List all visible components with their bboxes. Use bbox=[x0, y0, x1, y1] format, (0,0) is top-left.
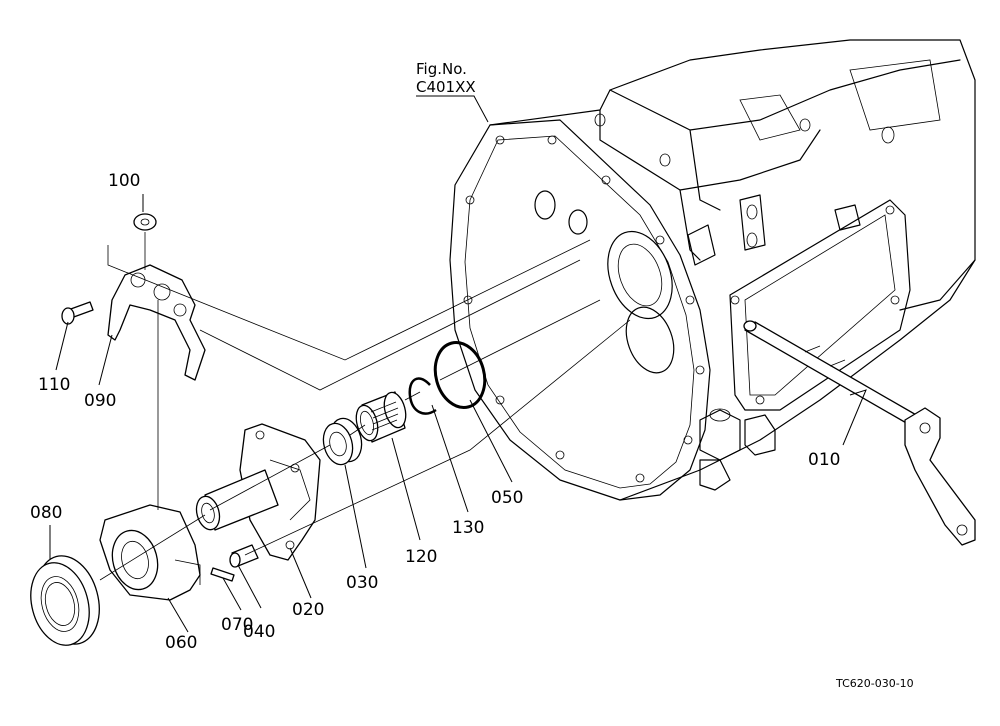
transmission-housing bbox=[449, 39, 976, 501]
callout-020: 020 bbox=[292, 600, 324, 620]
callout-050: 050 bbox=[491, 488, 523, 508]
part-080-release-bearing bbox=[30, 555, 100, 646]
part-050-o-ring bbox=[433, 341, 487, 409]
assembly-lines bbox=[99, 232, 631, 581]
callout-110: 110 bbox=[38, 375, 70, 395]
callout-070: 070 bbox=[221, 615, 253, 635]
leader-lines bbox=[49, 95, 867, 633]
fig-no-value: C401XX bbox=[416, 78, 476, 96]
callout-130: 130 bbox=[452, 518, 484, 538]
callout-010: 010 bbox=[808, 450, 840, 470]
part-110-bolt bbox=[61, 301, 94, 325]
part-100-washer bbox=[133, 213, 157, 231]
part-010-shift-shaft bbox=[743, 320, 976, 546]
part-090-shift-fork bbox=[107, 264, 206, 381]
figure-number: Fig.No. C401XX bbox=[416, 60, 476, 96]
part-070-pin bbox=[210, 567, 235, 582]
callout-030: 030 bbox=[346, 573, 378, 593]
part-060-release-hub bbox=[99, 504, 201, 601]
part-020-bearing-hub bbox=[195, 423, 321, 561]
part-130-snap-ring bbox=[408, 377, 437, 415]
callout-120: 120 bbox=[405, 547, 437, 567]
part-120-needle-bearing bbox=[355, 391, 407, 443]
part-040-bolt bbox=[229, 544, 259, 568]
callout-labels: 010 020 030 040 050 060 070 080 090 100 … bbox=[30, 171, 840, 653]
callout-040: 040 bbox=[243, 622, 275, 642]
callout-100: 100 bbox=[108, 171, 140, 191]
callout-090: 090 bbox=[84, 391, 116, 411]
drawing-code: TC620-030-10 bbox=[835, 677, 914, 690]
callout-060: 060 bbox=[165, 633, 197, 653]
callout-080: 080 bbox=[30, 503, 62, 523]
fig-no-label: Fig.No. bbox=[416, 60, 467, 78]
